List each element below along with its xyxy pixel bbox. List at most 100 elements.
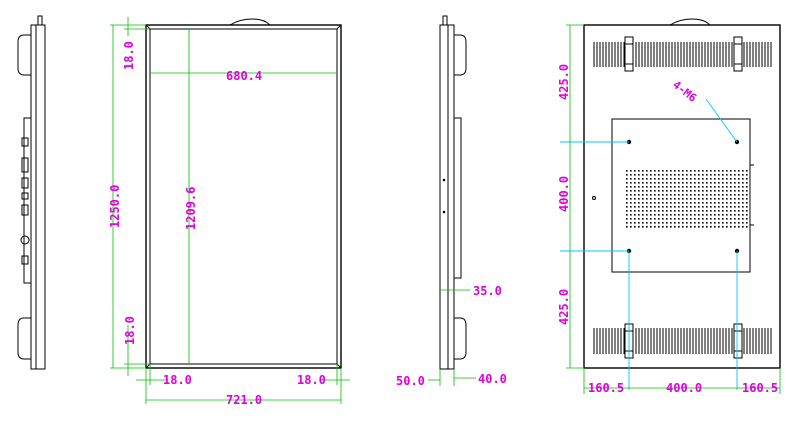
vent-hole [702, 226, 704, 228]
vent-hole [706, 186, 708, 188]
vent-hole [638, 186, 640, 188]
vent-hole [670, 198, 672, 200]
vent-hole [698, 206, 700, 208]
vent-hole [722, 190, 724, 192]
vent-hole [638, 174, 640, 176]
vent-hole [726, 222, 728, 224]
vent-hole [646, 190, 648, 192]
vent-hole [638, 218, 640, 220]
vent-hole [698, 198, 700, 200]
vent-hole [670, 206, 672, 208]
vent-hole [670, 190, 672, 192]
vent-hole [686, 182, 688, 184]
vent-hole [710, 182, 712, 184]
vent-hole [646, 218, 648, 220]
vent-hole [686, 206, 688, 208]
vent-hole [670, 226, 672, 228]
dim-side-depth-b: 50.0 [396, 374, 425, 388]
vent-hole [730, 206, 732, 208]
vent-hole [746, 206, 748, 208]
vent-hole [710, 190, 712, 192]
vent-hole [642, 198, 644, 200]
vent-hole [726, 198, 728, 200]
vent-hole [626, 182, 628, 184]
vent-hole [678, 174, 680, 176]
vent-hole [646, 226, 648, 228]
front-view: 18.0 680.4 1250.0 1209.6 18.0 18.0 18.0 … [108, 17, 350, 407]
vent-hole [658, 218, 660, 220]
vent-hole [674, 206, 676, 208]
vent-hole [642, 214, 644, 216]
vent-hole [714, 174, 716, 176]
vent-hole [642, 190, 644, 192]
vent-hole [730, 218, 732, 220]
vent-hole [686, 202, 688, 204]
vent-hole [742, 178, 744, 180]
vent-hole [710, 226, 712, 228]
vent-hole [718, 202, 720, 204]
vent-hole [650, 194, 652, 196]
vent-hole [686, 214, 688, 216]
vent-hole [678, 178, 680, 180]
vent-hole [654, 178, 656, 180]
vent-hole [734, 226, 736, 228]
vent-hole [654, 194, 656, 196]
vent-hole [638, 178, 640, 180]
vent-hole [642, 202, 644, 204]
vent-hole [726, 218, 728, 220]
vent-hole [626, 210, 628, 212]
vent-hole [670, 186, 672, 188]
vent-hole [650, 186, 652, 188]
vent-hole [722, 218, 724, 220]
vent-hole [730, 178, 732, 180]
vent-hole [742, 194, 744, 196]
vent-hole [702, 202, 704, 204]
vent-hole [678, 182, 680, 184]
vent-hole [694, 218, 696, 220]
vent-hole [650, 170, 652, 172]
vent-hole [626, 214, 628, 216]
vent-hole [710, 206, 712, 208]
vent-hole [706, 202, 708, 204]
vent-hole [678, 170, 680, 172]
vent-hole [746, 214, 748, 216]
dim-side-depth-c: 40.0 [478, 372, 507, 386]
vent-hole [726, 174, 728, 176]
vent-hole [654, 198, 656, 200]
vent-hole [690, 186, 692, 188]
vent-hole [646, 206, 648, 208]
vent-hole [682, 226, 684, 228]
vent-hole [738, 214, 740, 216]
vent-hole [650, 182, 652, 184]
vent-hole [706, 174, 708, 176]
vent-hole [634, 202, 636, 204]
vent-hole [738, 218, 740, 220]
vent-hole [702, 218, 704, 220]
vent-hole [718, 226, 720, 228]
vent-hole [642, 174, 644, 176]
vent-hole [722, 170, 724, 172]
vent-hole [690, 222, 692, 224]
vent-hole [714, 202, 716, 204]
vent-hole [686, 178, 688, 180]
vent-hole [710, 222, 712, 224]
vent-hole [702, 186, 704, 188]
vent-hole [638, 206, 640, 208]
vent-hole [686, 194, 688, 196]
vent-hole [630, 194, 632, 196]
vent-hole [682, 210, 684, 212]
vent-hole [626, 206, 628, 208]
rear-guide-lines [560, 98, 738, 390]
vent-hole [654, 226, 656, 228]
vent-hole [666, 186, 668, 188]
vent-hole [718, 190, 720, 192]
vent-hole [742, 174, 744, 176]
vent-hole [638, 198, 640, 200]
vent-hole [742, 222, 744, 224]
vesa-screw-holes [626, 139, 740, 254]
vent-hole [682, 218, 684, 220]
vent-hole [718, 218, 720, 220]
vent-hole [678, 210, 680, 212]
vent-hole [630, 186, 632, 188]
vent-hole [706, 190, 708, 192]
